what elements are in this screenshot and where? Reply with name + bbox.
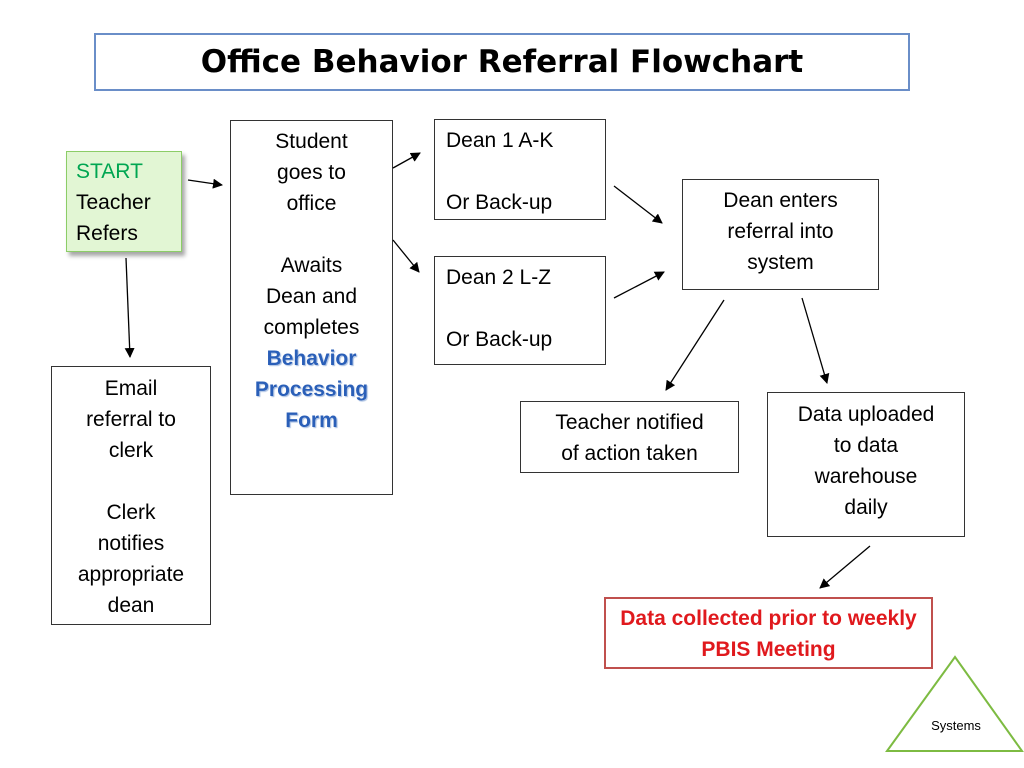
enters-line: system (747, 251, 814, 274)
student-goes-to-office-box: Student goes to office Awaits Dean and c… (230, 120, 393, 495)
email-line: dean (107, 594, 155, 617)
start-label: START (76, 160, 143, 183)
dean-enters-referral-box: Dean enters referral into system (682, 179, 879, 290)
office-line: office (286, 192, 337, 215)
office-line: Awaits (280, 254, 343, 277)
uploaded-line: warehouse (814, 465, 918, 488)
start-line-3: Refers (76, 222, 138, 245)
uploaded-line: to data (833, 434, 899, 457)
notified-line: of action taken (561, 442, 698, 465)
arrow-office-to-dean2 (392, 239, 420, 273)
uploaded-line: daily (844, 496, 888, 519)
email-line: appropriate (77, 563, 185, 586)
office-line: Dean and (265, 285, 358, 308)
teacher-notified-box: Teacher notified of action taken (520, 401, 739, 473)
office-line: completes (263, 316, 360, 339)
page-title: Office Behavior Referral Flowchart (94, 33, 910, 91)
start-teacher-refers-box: START Teacher Refers (66, 151, 182, 252)
email-line: notifies (97, 532, 165, 555)
email-referral-box: Email referral to clerk Clerk notifies a… (51, 366, 211, 625)
behavior-processing-form-line: Behavior (266, 347, 357, 370)
email-line: Email (104, 377, 158, 400)
arrow-start-to-email (124, 257, 135, 358)
data-uploaded-box: Data uploaded to data warehouse daily (767, 392, 965, 537)
email-line: Clerk (106, 501, 156, 524)
notified-line: Teacher notified (555, 411, 704, 434)
arrow-enters-to-uploaded (801, 297, 830, 384)
start-line-2: Teacher (76, 191, 151, 214)
dean-1-label: Dean 1 A-K (446, 129, 554, 152)
enters-line: referral into (727, 220, 834, 243)
dean-2-box: Dean 2 L-Z Or Back-up (434, 256, 606, 365)
dean-2-backup: Or Back-up (446, 328, 553, 351)
email-line: referral to (86, 408, 176, 431)
dean-1-backup: Or Back-up (446, 191, 553, 214)
data-collected-pbis-box: Data collected prior to weekly PBIS Meet… (604, 597, 933, 669)
systems-label: Systems (931, 718, 981, 733)
office-line: goes to (277, 161, 346, 184)
arrow-office-to-dean1 (392, 152, 421, 169)
collected-line: weekly PBIS Meeting (701, 607, 917, 661)
behavior-processing-form-line: Form (285, 409, 338, 432)
collected-line: Data collected prior to (620, 607, 842, 630)
uploaded-line: Data uploaded (797, 403, 935, 426)
dean-1-box: Dean 1 A-K Or Back-up (434, 119, 606, 220)
arrow-dean2-to-enters (613, 271, 665, 299)
arrow-uploaded-to-collected (819, 545, 871, 589)
behavior-processing-form-line: Processing (254, 378, 369, 401)
email-line: clerk (108, 439, 154, 462)
systems-triangle (885, 655, 1024, 752)
arrow-dean1-to-enters (613, 185, 663, 224)
dean-2-label: Dean 2 L-Z (446, 266, 552, 289)
enters-line: Dean enters (723, 189, 838, 212)
office-line: Student (275, 130, 348, 153)
arrow-enters-to-notified (665, 299, 725, 391)
arrow-start-to-office (187, 178, 223, 189)
